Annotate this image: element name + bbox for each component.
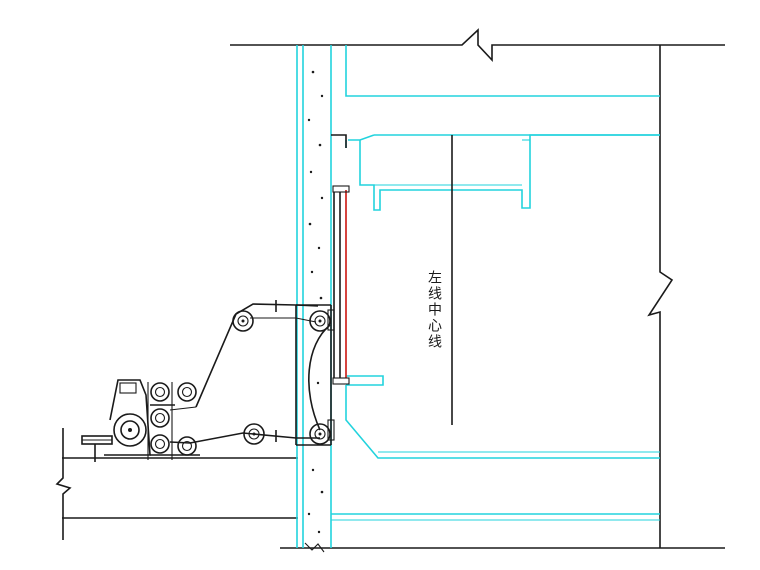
tunnel-structure [331,45,660,521]
lower-lining-outline [345,385,660,459]
concrete-wall [296,45,332,548]
small-ledge [346,375,384,386]
pulley-wheel-icon [150,434,170,454]
winch-drum-icon [113,413,147,447]
winch-machine [81,300,277,462]
pulley-wheel-icon [309,423,331,445]
pulley-wheel-icon [177,382,197,402]
pulley-wheels [150,310,331,456]
pulley-wheel-icon [243,423,265,445]
pulley-wheel-icon [232,310,254,332]
winch-frame [104,379,151,456]
lining-outline [359,134,660,211]
guide-curve [308,324,331,431]
haunch-outline [348,134,375,141]
pulley-wheel-icon [150,382,170,402]
pulley-wheel-icon [177,436,197,456]
concrete-aggregate-dots [307,70,324,534]
cable-upper [195,303,319,408]
pulley-wheel-icon [309,310,331,332]
top-boundary-line [230,28,725,63]
left-break-line [55,428,72,540]
centerline-label: 左线中心线 [426,270,442,350]
outline-frame [55,28,725,553]
right-boundary-line [647,45,674,548]
wall-break-mark-icon [304,542,325,553]
waterproof-panel [331,134,350,385]
upper-slab-outline [345,45,660,97]
pulley-wheel-icon [150,408,170,428]
